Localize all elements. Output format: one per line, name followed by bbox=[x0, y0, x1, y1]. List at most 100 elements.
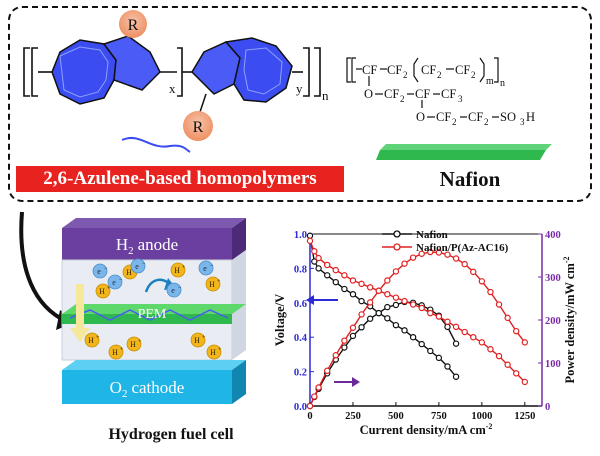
subscript-x: x bbox=[169, 81, 176, 96]
data-point bbox=[323, 367, 331, 374]
y-left-tick-label: 0.8 bbox=[294, 264, 307, 275]
proton-symbol: H bbox=[209, 280, 215, 289]
substituent-r-1-label: R bbox=[128, 17, 139, 34]
data-point bbox=[409, 254, 417, 261]
x-axis-title: Current density/mA cm-2 bbox=[360, 422, 493, 437]
proton-particle bbox=[95, 283, 111, 299]
data-point bbox=[452, 340, 460, 347]
svg-text:3: 3 bbox=[458, 94, 463, 104]
data-point bbox=[358, 280, 365, 288]
svg-text:2: 2 bbox=[403, 70, 408, 80]
svg-text:2: 2 bbox=[452, 117, 457, 127]
nafion-label: Nafion bbox=[439, 167, 501, 191]
electron-charge: − bbox=[210, 263, 214, 269]
substituent-r-1 bbox=[119, 10, 147, 38]
data-point bbox=[323, 261, 331, 269]
nafion-n: n bbox=[500, 78, 505, 89]
svg-text:CF: CF bbox=[384, 87, 399, 101]
electron-charge: − bbox=[104, 266, 108, 272]
electron-particle bbox=[198, 260, 214, 276]
y-right-tick-label: 300 bbox=[545, 273, 561, 284]
data-point bbox=[311, 393, 318, 400]
flow-arrow bbox=[19, 211, 62, 320]
data-point bbox=[470, 268, 477, 276]
data-point bbox=[452, 373, 460, 380]
legend-label: Nafion bbox=[416, 229, 448, 241]
svg-text:CF: CF bbox=[468, 110, 483, 124]
svg-text:2: 2 bbox=[437, 70, 442, 80]
data-point bbox=[384, 291, 391, 298]
data-point bbox=[306, 402, 314, 410]
x-tick-label: 500 bbox=[388, 411, 404, 422]
series-line-2 bbox=[309, 240, 526, 383]
data-point bbox=[461, 328, 468, 336]
alkyl-chain bbox=[121, 137, 191, 153]
data-point bbox=[384, 277, 391, 284]
electron-symbol: e bbox=[135, 262, 139, 271]
proton-charge: + bbox=[202, 335, 206, 341]
data-point bbox=[435, 313, 443, 320]
data-point bbox=[323, 272, 331, 279]
data-point bbox=[366, 284, 374, 291]
data-point bbox=[349, 277, 357, 284]
svg-text:2: 2 bbox=[400, 94, 405, 104]
data-point bbox=[427, 347, 434, 355]
proton-symbol: H bbox=[210, 348, 216, 357]
substituent-r-2 bbox=[183, 111, 213, 141]
proton-particle bbox=[108, 344, 124, 360]
x-tick-label: 0 bbox=[307, 411, 312, 422]
subscript-y: y bbox=[296, 81, 303, 96]
data-point bbox=[444, 323, 451, 331]
data-point bbox=[418, 250, 425, 257]
proton-charge: + bbox=[217, 279, 221, 285]
electron-symbol: e bbox=[203, 264, 207, 273]
data-point bbox=[392, 301, 400, 309]
power-axis-arrowhead bbox=[352, 377, 360, 387]
data-point bbox=[409, 334, 417, 341]
legend-marker bbox=[393, 230, 401, 238]
data-point bbox=[341, 285, 348, 293]
electron-charge: − bbox=[142, 261, 146, 267]
data-point bbox=[384, 303, 391, 311]
data-point bbox=[461, 260, 468, 268]
data-point bbox=[444, 318, 451, 325]
data-point bbox=[315, 254, 322, 262]
polymer-brackets bbox=[23, 47, 321, 97]
y-right-axis-title: Power density/mW cm-2 bbox=[562, 256, 577, 383]
voltage-axis-arrowhead bbox=[306, 295, 314, 305]
proton-charge: + bbox=[120, 347, 124, 353]
data-point bbox=[478, 278, 486, 285]
nafion-membrane-bar bbox=[376, 144, 552, 160]
data-point bbox=[349, 291, 357, 298]
proton-symbol: H bbox=[126, 268, 132, 277]
y-left-tick-label: 0.6 bbox=[294, 299, 307, 310]
polymer-label: 2,6-Azulene-based homopolymers bbox=[16, 166, 344, 192]
data-point bbox=[409, 301, 417, 308]
nafion-so3h: SO bbox=[500, 110, 516, 124]
data-point bbox=[495, 352, 503, 360]
proton-symbol: H bbox=[174, 266, 180, 275]
electron-charge: − bbox=[178, 285, 182, 291]
electron-symbol: e bbox=[171, 286, 175, 295]
data-point bbox=[427, 248, 434, 256]
data-point bbox=[358, 311, 365, 318]
data-point bbox=[375, 309, 382, 317]
pem-label: PEM bbox=[138, 307, 167, 322]
particles-group: e−H+e−H+e−H+e−H+e−H+H+H+H+H+ bbox=[84, 258, 222, 360]
x-tick-label: 1000 bbox=[471, 411, 492, 422]
data-point bbox=[513, 327, 520, 335]
data-point bbox=[358, 324, 365, 331]
proton-particle bbox=[170, 262, 186, 278]
y-right-tick-label: 200 bbox=[545, 316, 561, 327]
data-point bbox=[444, 363, 451, 370]
data-point bbox=[513, 370, 520, 377]
nafion-cf2-3: CF bbox=[455, 63, 470, 77]
x-tick-label: 250 bbox=[345, 411, 361, 422]
data-point bbox=[401, 297, 408, 305]
electron-particle bbox=[166, 282, 182, 298]
y-right-tick-label: 100 bbox=[545, 359, 561, 370]
electron-particle bbox=[130, 258, 146, 274]
electron-particle bbox=[92, 263, 108, 279]
proton-symbol: H bbox=[88, 336, 94, 345]
